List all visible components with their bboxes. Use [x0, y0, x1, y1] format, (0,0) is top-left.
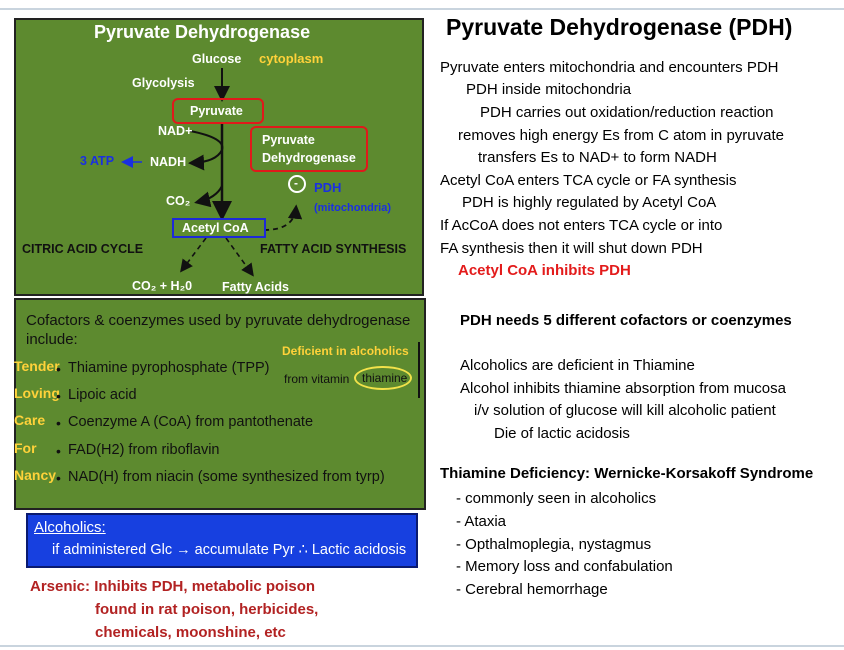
alcohol-line-1: Alcoholics are deficient in Thiamine — [460, 357, 695, 374]
cofactors-needed-heading: PDH needs 5 different cofactors or coenz… — [460, 312, 792, 329]
nad-label: NAD+ — [158, 124, 193, 138]
bottom-divider — [0, 645, 844, 647]
pyruvate-box: Pyruvate — [172, 98, 264, 124]
fa-arrow — [225, 237, 254, 277]
alcohol-line-2: Alcohol inhibits thiamine absorption fro… — [460, 380, 786, 397]
cofactor-item-1: Thiamine pyrophosphate (TPP) — [68, 360, 270, 376]
top-divider — [0, 8, 844, 10]
mnemonic-tender: Tender — [14, 358, 60, 374]
cofactors-panel: Cofactors & coenzymes used by pyruvate d… — [14, 298, 426, 510]
mnemonic-for: For — [14, 440, 37, 456]
bullet-3: • — [56, 415, 61, 431]
bullet-1: • — [56, 361, 61, 377]
enzyme-label-1: Pyruvate — [262, 133, 315, 147]
cytoplasm-label: cytoplasm — [259, 51, 324, 66]
cofactors-heading-1: Cofactors & coenzymes used by pyruvate d… — [26, 312, 411, 329]
wk-item-1: - commonly seen in alcoholics — [456, 490, 657, 507]
enzyme-box: Pyruvate Dehydrogenase — [250, 126, 368, 172]
from-vitamin-label: from vitamin — [284, 372, 350, 386]
minus-sign: - — [294, 176, 298, 190]
bullet-2: • — [56, 388, 61, 404]
acetyl-coa-box: Acetyl CoA — [172, 218, 266, 238]
right-line-7: PDH is highly regulated by Acetyl CoA — [462, 194, 717, 211]
diagram-arrows — [121, 68, 303, 277]
pyruvate-label: Pyruvate — [190, 104, 243, 118]
wk-item-4: - Memory loss and confabulation — [456, 558, 673, 575]
atp-label: 3 ATP — [80, 154, 115, 168]
glucose-label: Glucose — [192, 52, 242, 66]
right-line-3: PDH carries out oxidation/reduction reac… — [480, 104, 774, 121]
right-line-8: If AcCoA does not enters TCA cycle or in… — [440, 217, 723, 234]
wk-heading: Thiamine Deficiency: Wernicke-Korsakoff … — [440, 465, 814, 482]
tca-arrow — [180, 237, 207, 273]
thiamine-circle: thiamine — [354, 366, 412, 390]
wk-item-2: - Ataxia — [456, 513, 507, 530]
cofactor-item-2: Lipoic acid — [68, 387, 137, 403]
cofactor-item-5: NAD(H) from niacin (some synthesized fro… — [68, 469, 385, 485]
enzyme-label-2: Dehydrogenase — [262, 151, 356, 165]
cofactor-item-3: Coenzyme A (CoA) from pantothenate — [68, 414, 314, 430]
nad-curve-arrow — [188, 130, 224, 171]
wk-item-3: - Opthalmoplegia, nystagmus — [456, 536, 652, 553]
right-line-6: Acetyl CoA enters TCA cycle or FA synthe… — [440, 172, 737, 189]
right-line-2: PDH inside mitochondria — [466, 81, 632, 98]
alcohol-line-3: i/v solution of glucose will kill alcoho… — [474, 402, 776, 419]
nadh-label: NADH — [150, 155, 187, 169]
products-label: CO₂ + H₂0 — [132, 279, 193, 293]
bullet-5: • — [56, 470, 61, 486]
co2-curve-arrow — [194, 185, 223, 208]
thiamine-label: thiamine — [362, 371, 408, 385]
fas-label: FATTY ACID SYNTHESIS — [260, 242, 407, 256]
cofactors-heading-2: include: — [26, 331, 78, 348]
right-title: Pyruvate Dehydrogenase (PDH) — [446, 14, 793, 40]
alcoholics-box: Alcoholics: if administered Glc → accumu… — [26, 513, 418, 568]
mnemonic-care: Care — [14, 412, 46, 428]
right-line-1: Pyruvate enters mitochondria and encount… — [440, 59, 779, 76]
wk-item-5: - Cerebral hemorrhage — [456, 581, 608, 598]
inhibition-arrow — [263, 204, 303, 231]
deficient-label: Deficient in alcoholics — [282, 344, 409, 358]
mitochondria-label: (mitochondria) — [314, 202, 391, 214]
fatty-acids-label: Fatty Acids — [222, 280, 289, 294]
acetyl-inhibits-text: Acetyl CoA inhibits PDH — [458, 262, 631, 279]
bullet-4: • — [56, 443, 61, 459]
co2-label: CO₂ — [166, 194, 191, 208]
alcohol-line-4: Die of lactic acidosis — [494, 425, 630, 442]
arsenic-line-1: Arsenic: Inhibits PDH, metabolic poison — [30, 578, 316, 595]
arsenic-line-3: chemicals, moonshine, etc — [95, 624, 286, 641]
alcoholics-title: Alcoholics: — [34, 519, 106, 536]
mnemonic-loving: Loving — [14, 385, 60, 401]
alcoholics-line: if administered Glc → accumulate Pyr ∴ L… — [52, 542, 407, 558]
inhibition-circle: - — [288, 175, 306, 193]
mnemonic-nancy: Nancy — [14, 467, 57, 483]
acetyl-coa-label: Acetyl CoA — [182, 221, 249, 235]
cofactor-item-4: FAD(H2) from riboflavin — [68, 442, 220, 458]
deficient-note: Deficient in alcoholics from vitamin thi… — [278, 342, 420, 398]
right-line-9: FA synthesis then it will shut down PDH — [440, 240, 703, 257]
diagram-title: Pyruvate Dehydrogenase — [94, 22, 311, 42]
glycolysis-label: Glycolysis — [132, 76, 195, 90]
pdh-label: PDH — [314, 180, 342, 195]
tca-label: CITRIC ACID CYCLE — [22, 242, 144, 256]
right-line-4: removes high energy Es from C atom in py… — [458, 127, 784, 144]
right-line-5: transfers Es to NAD+ to form NADH — [478, 149, 717, 166]
arsenic-line-2: found in rat poison, herbicides, — [95, 601, 319, 618]
pdh-diagram-panel: Pyruvate Dehydrogenase Glucose cytoplasm… — [14, 18, 424, 296]
